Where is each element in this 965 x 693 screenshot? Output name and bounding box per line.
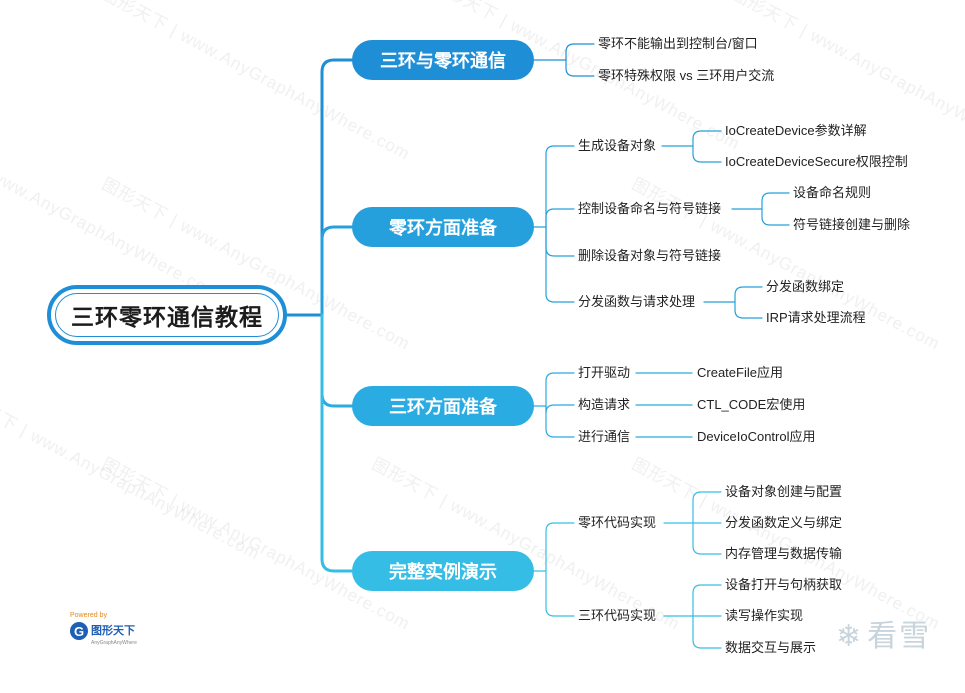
subtopic-irp-processing[interactable]: IRP请求处理流程 (766, 310, 866, 325)
branch2-bracket-link (545, 404, 575, 414)
sub-bracket-link (692, 522, 722, 555)
topic-ring0-code[interactable]: 零环代码实现 (578, 515, 657, 530)
subtopic-ctl-code[interactable]: CTL_CODE宏使用 (697, 397, 806, 412)
sub-bracket-link (692, 130, 722, 147)
subtopic-data-display[interactable]: 数据交互与展示 (725, 640, 817, 655)
sub-bracket-link (761, 208, 790, 226)
subtopic-symlink-create-delete[interactable]: 符号链接创建与删除 (793, 217, 911, 232)
sub-bracket-link (692, 584, 722, 617)
brand-subtitle: AnyGraphAnyWhere (91, 640, 137, 646)
topic-ring0-privilege-vs-ring3[interactable]: 零环特殊权限 vs 三环用户交流 (598, 68, 775, 83)
sub-bracket-link (734, 286, 763, 303)
sub-bracket-link (734, 301, 763, 319)
subtopic-read-write[interactable]: 读写操作实现 (725, 608, 804, 623)
topic-device-naming-symlink[interactable]: 控制设备命名与符号链接 (578, 201, 722, 216)
brand-logo: Powered by G 图形天下 AnyGraphAnyWhere (70, 612, 137, 646)
subtopic-dispatch-define-bind[interactable]: 分发函数定义与绑定 (725, 515, 843, 530)
brand-g-icon: G (70, 622, 88, 640)
root-node-inner-border (55, 293, 279, 337)
sub-bracket-link (761, 192, 790, 210)
subtopic-open-get-handle[interactable]: 设备打开与句柄获取 (725, 577, 843, 592)
subtopic-createfile[interactable]: CreateFile应用 (697, 365, 783, 380)
subtopic-dispatch-binding[interactable]: 分发函数绑定 (766, 279, 845, 294)
sub-bracket-link (692, 615, 722, 649)
branch-node-ring0-preparation[interactable]: 零环方面准备 (352, 207, 534, 247)
topic-build-request[interactable]: 构造请求 (578, 397, 631, 412)
branch-node-ring3-preparation[interactable]: 三环方面准备 (352, 386, 534, 426)
topic-create-device-object[interactable]: 生成设备对象 (578, 138, 657, 153)
sub-bracket-link (692, 145, 722, 163)
kanxue-text: 看雪 (867, 620, 932, 653)
subtopic-device-naming-rules[interactable]: 设备命名规则 (793, 185, 872, 200)
branch-connector (320, 225, 354, 317)
branch3-bracket-link (545, 522, 575, 572)
topic-communicate[interactable]: 进行通信 (578, 429, 631, 444)
branch1-bracket-link (545, 226, 575, 257)
snowflake-icon: ❄ (836, 620, 862, 653)
sub-bracket-link (692, 491, 722, 524)
topic-ring3-code[interactable]: 三环代码实现 (578, 608, 657, 623)
subtopic-device-create-config[interactable]: 设备对象创建与配置 (725, 484, 843, 499)
brand-name: 图形天下 (91, 625, 135, 637)
branch2-bracket-link (545, 372, 575, 407)
powered-by-label: Powered by (70, 612, 107, 619)
kanxue-logo: ❄ 看雪 (836, 622, 931, 652)
subtopic-iocreatedevicesecure[interactable]: IoCreateDeviceSecure权限控制 (725, 154, 908, 169)
branch1-bracket-link (545, 145, 575, 228)
topic-dispatch-request-handling[interactable]: 分发函数与请求处理 (578, 294, 696, 309)
root-node[interactable]: 三环零环通信教程 (47, 285, 287, 345)
subtopic-iocreatedevice-params[interactable]: IoCreateDevice参数详解 (725, 123, 867, 138)
branch-node-full-example-demo[interactable]: 完整实例演示 (352, 551, 534, 591)
topic-ring0-no-console-output[interactable]: 零环不能输出到控制台/窗口 (598, 36, 758, 51)
branch-node-ring3-ring0-communication[interactable]: 三环与零环通信 (352, 40, 534, 80)
branch1-bracket-link (545, 208, 575, 228)
topic-open-driver[interactable]: 打开驱动 (578, 365, 631, 380)
branch-connector (320, 313, 354, 408)
branch-connector (320, 58, 354, 317)
branch1-bracket-link (545, 226, 575, 303)
subtopic-deviceiocontrol[interactable]: DeviceIoControl应用 (697, 429, 816, 444)
branch3-bracket-link (545, 570, 575, 617)
branch0-bracket-link (565, 59, 595, 77)
branch0-bracket-link (565, 43, 595, 61)
topic-delete-device-symlink[interactable]: 删除设备对象与符号链接 (578, 248, 722, 263)
branch2-bracket-link (545, 405, 575, 438)
branch-connector (320, 313, 354, 573)
subtopic-memory-data-transfer[interactable]: 内存管理与数据传输 (725, 546, 843, 561)
root-title: 三环零环通信教程 (71, 304, 263, 330)
